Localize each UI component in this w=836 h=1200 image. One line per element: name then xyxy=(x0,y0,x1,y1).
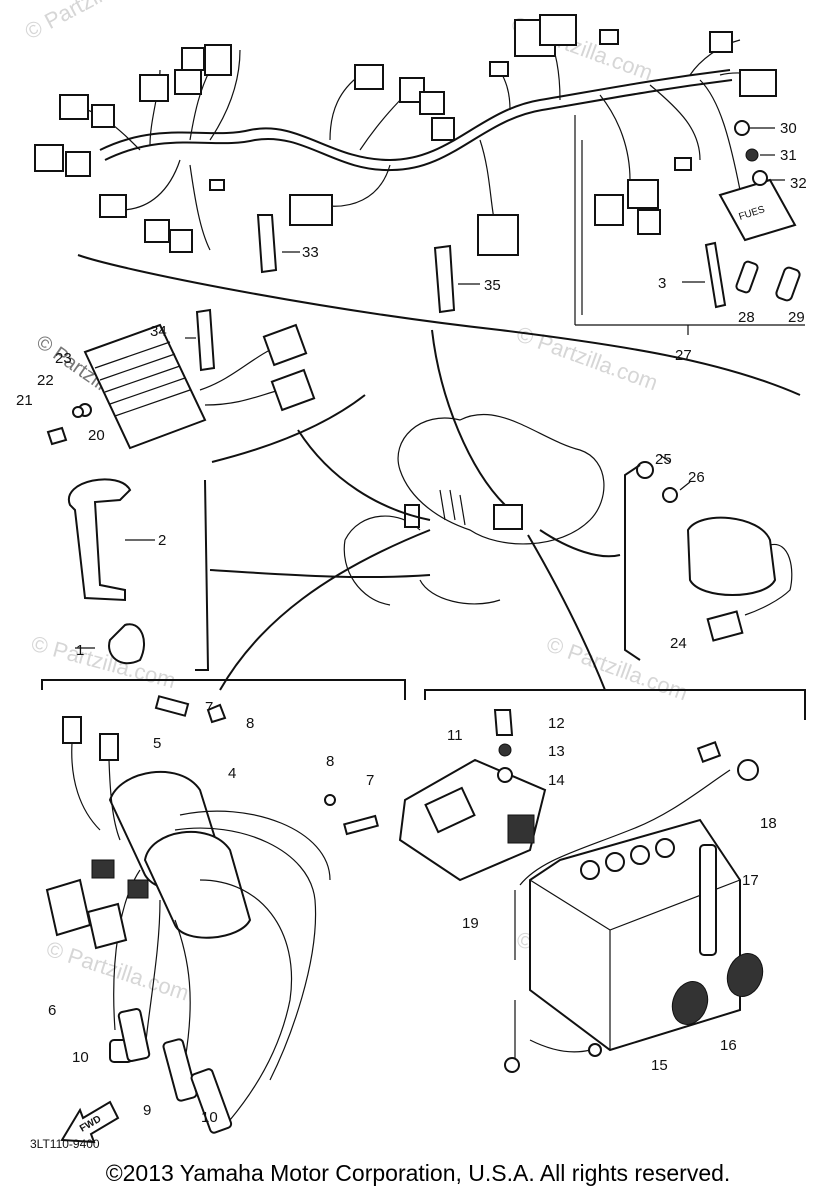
clamps-1-2 xyxy=(67,478,155,665)
callout-7a: 7 xyxy=(205,699,213,716)
callout-18: 18 xyxy=(760,815,777,832)
callout-31: 31 xyxy=(780,147,797,164)
callout-5: 5 xyxy=(153,735,161,752)
watermark-3: © Partzilla.com xyxy=(513,321,661,395)
reference-code: 3LT110-9400 xyxy=(30,1137,100,1151)
battery-section-border xyxy=(424,689,806,720)
copyright-notice: ©2013 Yamaha Motor Corporation, U.S.A. A… xyxy=(105,1160,731,1186)
callout-10a: 10 xyxy=(72,1049,89,1066)
callout-30: 30 xyxy=(780,120,797,137)
callout-1: 1 xyxy=(76,642,84,659)
fuse-box: FUES xyxy=(718,178,797,242)
callout-32: 32 xyxy=(790,175,807,192)
callout-28: 28 xyxy=(738,309,755,326)
callout-25: 25 xyxy=(655,451,672,468)
callout-17: 17 xyxy=(742,872,759,889)
regulator-section-border xyxy=(211,394,366,463)
callout-35: 35 xyxy=(484,277,501,294)
callout-19: 19 xyxy=(462,915,479,932)
wire-harness xyxy=(34,14,777,256)
callout-3: 3 xyxy=(658,275,666,292)
cdi-unit xyxy=(398,709,547,882)
top-section-border xyxy=(77,254,801,396)
callout-8a: 8 xyxy=(246,715,254,732)
callout-2: 2 xyxy=(158,532,166,549)
callout-27: 27 xyxy=(675,347,692,364)
callout-9: 9 xyxy=(143,1102,151,1119)
battery xyxy=(504,741,764,1073)
callout-13: 13 xyxy=(548,743,565,760)
coil-section-border xyxy=(41,679,406,700)
forward-arrow-icon: FWD xyxy=(60,1100,120,1144)
left-section-border xyxy=(195,479,210,671)
group-bracket-27 xyxy=(574,115,805,335)
starter-relay xyxy=(636,454,793,642)
callout-20: 20 xyxy=(88,427,105,444)
callout-24: 24 xyxy=(670,635,687,652)
fuses-28-29 xyxy=(735,260,801,302)
rectifier-regulator xyxy=(46,308,316,450)
watermark-6: © Partzilla.com xyxy=(43,936,192,1006)
bolts-30-32 xyxy=(734,120,785,186)
ignition-coils xyxy=(45,695,379,1134)
watermark-5: © Partzilla.com xyxy=(543,631,691,705)
cable-ties xyxy=(256,214,727,314)
callout-12: 12 xyxy=(548,715,565,732)
watermark-1: © Partzilla.com xyxy=(21,0,164,44)
callout-6: 6 xyxy=(48,1002,56,1019)
right-section-border xyxy=(624,464,641,661)
callout-15: 15 xyxy=(651,1057,668,1074)
callout-26: 26 xyxy=(688,469,705,486)
callout-8b: 8 xyxy=(326,753,334,770)
callout-22: 22 xyxy=(37,372,54,389)
callout-23: 23 xyxy=(55,350,72,367)
callout-29: 29 xyxy=(788,309,805,326)
callout-4: 4 xyxy=(228,765,236,782)
callout-11: 11 xyxy=(447,727,463,744)
motorcycle-outline xyxy=(209,329,621,691)
callout-21: 21 xyxy=(16,392,33,409)
callout-33: 33 xyxy=(302,244,319,261)
callout-10b: 10 xyxy=(201,1109,218,1126)
callout-14: 14 xyxy=(548,772,565,789)
callout-34: 34 xyxy=(150,323,167,340)
callouts: 1 2 3 4 5 6 7 7 8 8 9 10 10 11 12 13 14 … xyxy=(16,120,807,1126)
callout-16: 16 xyxy=(720,1037,737,1054)
watermark-4: © Partzilla.com xyxy=(29,631,179,694)
callout-7b: 7 xyxy=(366,772,374,789)
